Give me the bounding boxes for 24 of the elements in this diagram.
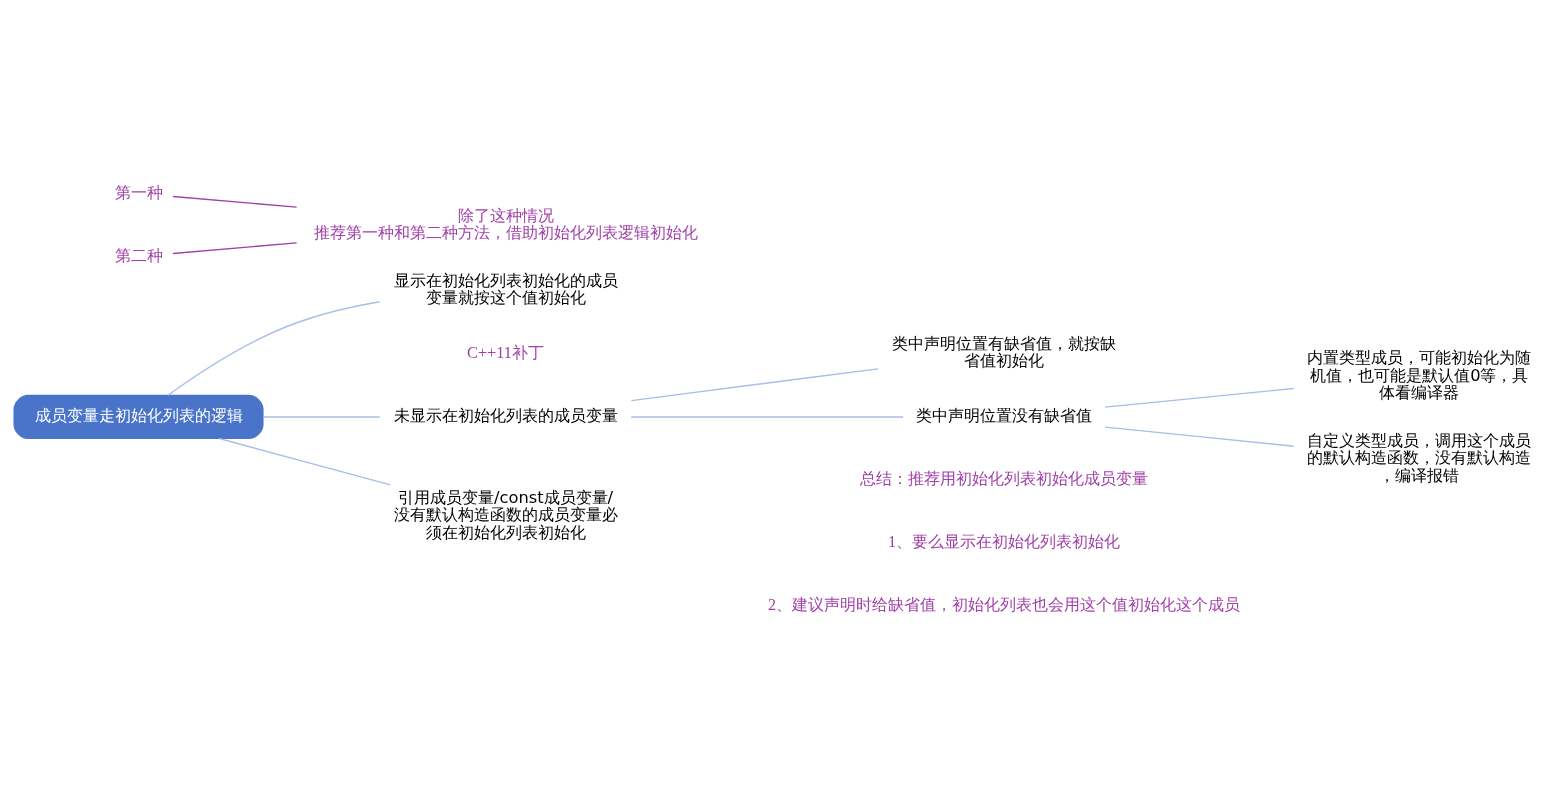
node-box: 成员变量走初始化列表的逻辑 — [13, 394, 264, 440]
connector — [630, 416, 904, 418]
node-text: 第一种 — [114, 182, 163, 202]
label: C++11补丁 — [467, 343, 544, 363]
node-text: 第二种 — [114, 245, 163, 265]
node-text: 内置类型成员，可能初始化为随机值，也可能是默认值0等，具体看编译器 — [1307, 348, 1532, 402]
connector — [172, 242, 298, 255]
node-text: 除了这种情况 推荐第一种和第二种方法，借助初始化列表逻辑初始化 — [313, 205, 698, 243]
node-text: 引用成员变量/const成员变量/没有默认构造函数的成员变量必须在初始化列表初始化 — [393, 487, 618, 542]
connector — [172, 195, 298, 208]
connector — [167, 301, 381, 396]
label: 1、要么显示在初始化列表初始化 — [887, 531, 1121, 551]
node-text: 类中声明位置没有缺省值 — [916, 406, 1093, 426]
node-text: 自定义类型成员，调用这个成员的默认构造函数，没有默认构造，编译报错 — [1307, 430, 1532, 485]
node-text: 类中声明位置有缺省值，就按缺省值初始化 — [892, 333, 1117, 370]
connector — [218, 437, 392, 486]
connector — [1104, 426, 1295, 447]
node-text: 未显示在初始化列表的成员变量 — [393, 406, 618, 426]
connector — [630, 368, 879, 402]
label: 总结：推荐用初始化列表初始化成员变量 — [860, 469, 1149, 489]
connector — [262, 416, 381, 418]
connector — [1104, 387, 1295, 408]
node-text: 显示在初始化列表初始化的成员变量就按这个值初始化 — [393, 270, 618, 308]
label: 2、建议声明时给缺省值，初始化列表也会用这个值初始化这个成员 — [767, 594, 1241, 614]
